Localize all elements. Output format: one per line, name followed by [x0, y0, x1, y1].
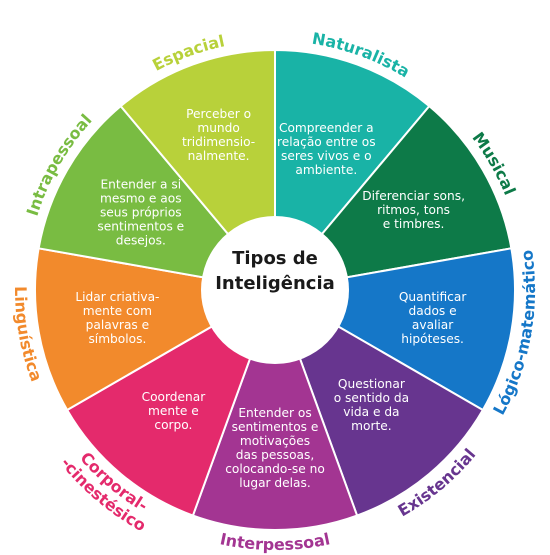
description-line: Entender os — [238, 406, 311, 420]
description-line: dados e — [409, 304, 457, 318]
description-line: desejos. — [116, 234, 166, 248]
segment-existencial — [273, 287, 485, 517]
description-line: palavras e — [86, 318, 149, 332]
description-line: Questionar — [338, 377, 406, 391]
description-line: das pessoas, — [236, 448, 315, 462]
description-line: Lidar criativa- — [75, 290, 159, 304]
description-line: Compreender a — [279, 121, 374, 135]
description-line: mente e — [148, 404, 199, 418]
description-line: morte. — [351, 419, 392, 433]
description-line: seus próprios — [100, 206, 182, 220]
description-line: Coordenar — [142, 390, 207, 404]
segment-musical — [272, 104, 513, 292]
ring-label-text: Interpessoal — [218, 529, 331, 554]
description-line: mesmo e aos — [100, 192, 182, 206]
description-line: Entender a si — [100, 178, 181, 192]
description-line: vida e da — [343, 405, 399, 419]
description-line: e timbres. — [383, 217, 445, 231]
description-line: ambiente. — [295, 163, 357, 177]
description-line: avaliar — [412, 318, 454, 332]
description-line: nalmente. — [188, 149, 250, 163]
description-line: sentimentos e — [232, 420, 319, 434]
description-line: Diferenciar sons, — [362, 189, 465, 203]
description-line: lugar delas. — [239, 476, 311, 490]
description-line: Perceber o — [186, 107, 251, 121]
description-line: tridimensio- — [182, 135, 255, 149]
description-line: símbolos. — [88, 332, 146, 346]
description-line: sentimentos e — [97, 220, 184, 234]
description-line: colocando-se no — [225, 462, 325, 476]
description-line: ritmos, tons — [377, 203, 450, 217]
segment-intrapessoal — [37, 104, 278, 292]
description-line: corpo. — [154, 418, 192, 432]
segment-interpessoal — [191, 287, 359, 531]
ring-label-interpessoal: Interpessoal — [218, 529, 331, 554]
description-line: Quantificar — [399, 290, 468, 304]
description-line: hipóteses. — [401, 332, 464, 346]
description-line: relação entre os — [277, 135, 376, 149]
description-line: seres vivos e o — [281, 149, 372, 163]
description-line: o sentido da — [334, 391, 409, 405]
description-line: motivações — [240, 434, 310, 448]
center-title-line-2: Inteligência — [215, 273, 335, 294]
segment-corporal-cinestesico — [65, 287, 277, 517]
center-title-line-1: Tipos de — [232, 248, 318, 269]
description-line: mente com — [83, 304, 152, 318]
description-line: mundo — [197, 121, 240, 135]
center-circle — [201, 216, 349, 364]
